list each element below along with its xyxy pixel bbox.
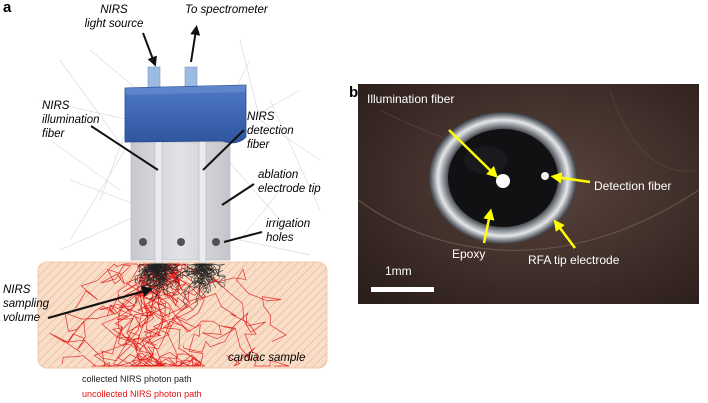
legend-uncollected: uncollected NIRS photon path — [82, 389, 202, 399]
photon-path — [93, 263, 158, 367]
photon-path — [149, 263, 177, 296]
photon-path — [117, 263, 164, 367]
photon-path — [182, 263, 206, 273]
scale-label: 1mm — [385, 264, 412, 278]
photon-path — [161, 263, 194, 278]
irrigation-label-2: holes — [266, 232, 294, 244]
spectrometer-arrow — [190, 25, 201, 63]
photon-path — [190, 263, 208, 284]
photon-path — [197, 263, 211, 286]
light-source-connector — [147, 66, 161, 90]
detection-arrow — [550, 172, 591, 184]
epoxy-arrow — [482, 208, 495, 244]
photon-path — [196, 263, 217, 289]
panel-b: b Illumination fiber Detection fiber Epo… — [349, 84, 700, 304]
detection-fiber — [198, 134, 207, 264]
photon-path — [160, 263, 180, 290]
irrigation-hole — [177, 238, 185, 246]
legend-collected: collected NIRS photon path — [82, 374, 192, 384]
panel-b-letter: b — [349, 84, 358, 101]
photon-path — [145, 263, 161, 291]
ablation-leader — [221, 183, 255, 206]
photon-path — [186, 263, 202, 276]
detection-leader — [202, 129, 245, 171]
photon-path — [138, 263, 256, 367]
irrigation-label-1: irrigation — [266, 218, 310, 230]
irrigation-hole — [212, 238, 220, 246]
photon-path — [155, 263, 167, 283]
sample-label: cardiac sample — [228, 352, 305, 364]
illumination-fiber-dot — [496, 174, 510, 188]
collected-photon-paths — [134, 263, 226, 309]
sampling-label-3: volume — [3, 312, 40, 324]
photon-path — [196, 263, 206, 276]
panel-a-letter: a — [3, 0, 12, 16]
light-source-arrow — [142, 32, 157, 67]
photon-path — [194, 263, 212, 290]
detection-fiber-dot — [541, 172, 549, 180]
ablation-label-1: ablation — [258, 169, 298, 181]
photon-path — [133, 263, 173, 367]
irrigation-leader — [223, 231, 263, 243]
photon-path — [200, 263, 226, 273]
scale-bar — [371, 287, 434, 292]
illumination-leader — [90, 125, 159, 171]
photon-path — [160, 263, 169, 287]
photon-path — [140, 263, 155, 285]
photon-path — [147, 263, 168, 273]
detection-label-3: fiber — [247, 139, 271, 151]
spectrometer-label: To spectrometer — [185, 4, 269, 16]
probe-cap — [124, 84, 247, 144]
photon-path — [155, 263, 167, 298]
photon-path — [161, 263, 290, 367]
illumination-label-3: fiber — [42, 128, 66, 140]
illumination-fiber — [154, 134, 163, 264]
photon-path — [177, 263, 203, 279]
panel-a: a — [3, 0, 328, 399]
photon-path — [149, 263, 159, 293]
photon-path — [159, 263, 171, 275]
photon-path — [75, 263, 162, 309]
light-source-label-2: light source — [85, 18, 144, 30]
photon-path — [148, 263, 162, 287]
sampling-label-1: NIRS — [3, 284, 31, 296]
irrigation-hole — [139, 238, 147, 246]
photon-path — [140, 263, 159, 282]
photon-path — [141, 263, 207, 367]
detection-label-1: NIRS — [247, 111, 275, 123]
illumination-label-2: illumination — [42, 114, 100, 126]
photon-path — [134, 263, 159, 284]
photon-path — [205, 263, 226, 284]
spectrometer-connector — [184, 66, 198, 90]
detection-label-2: detection — [247, 125, 294, 137]
ablation-label-2: electrode tip — [258, 183, 321, 195]
photon-path — [101, 263, 182, 341]
light-source-label-1: NIRS — [100, 4, 128, 16]
electrode-label: RFA tip electrode — [528, 253, 620, 267]
illumination-arrow — [448, 129, 499, 178]
illumination-label-1: NIRS — [42, 100, 70, 112]
sampling-label-2: sampling — [3, 298, 50, 310]
photon-path — [137, 263, 157, 283]
detection-fiber-label: Detection fiber — [594, 179, 671, 193]
electrode-arrow — [553, 219, 576, 249]
illumination-fiber-label: Illumination fiber — [367, 92, 454, 106]
sampling-arrow — [47, 286, 154, 320]
epoxy-label: Epoxy — [452, 247, 485, 261]
